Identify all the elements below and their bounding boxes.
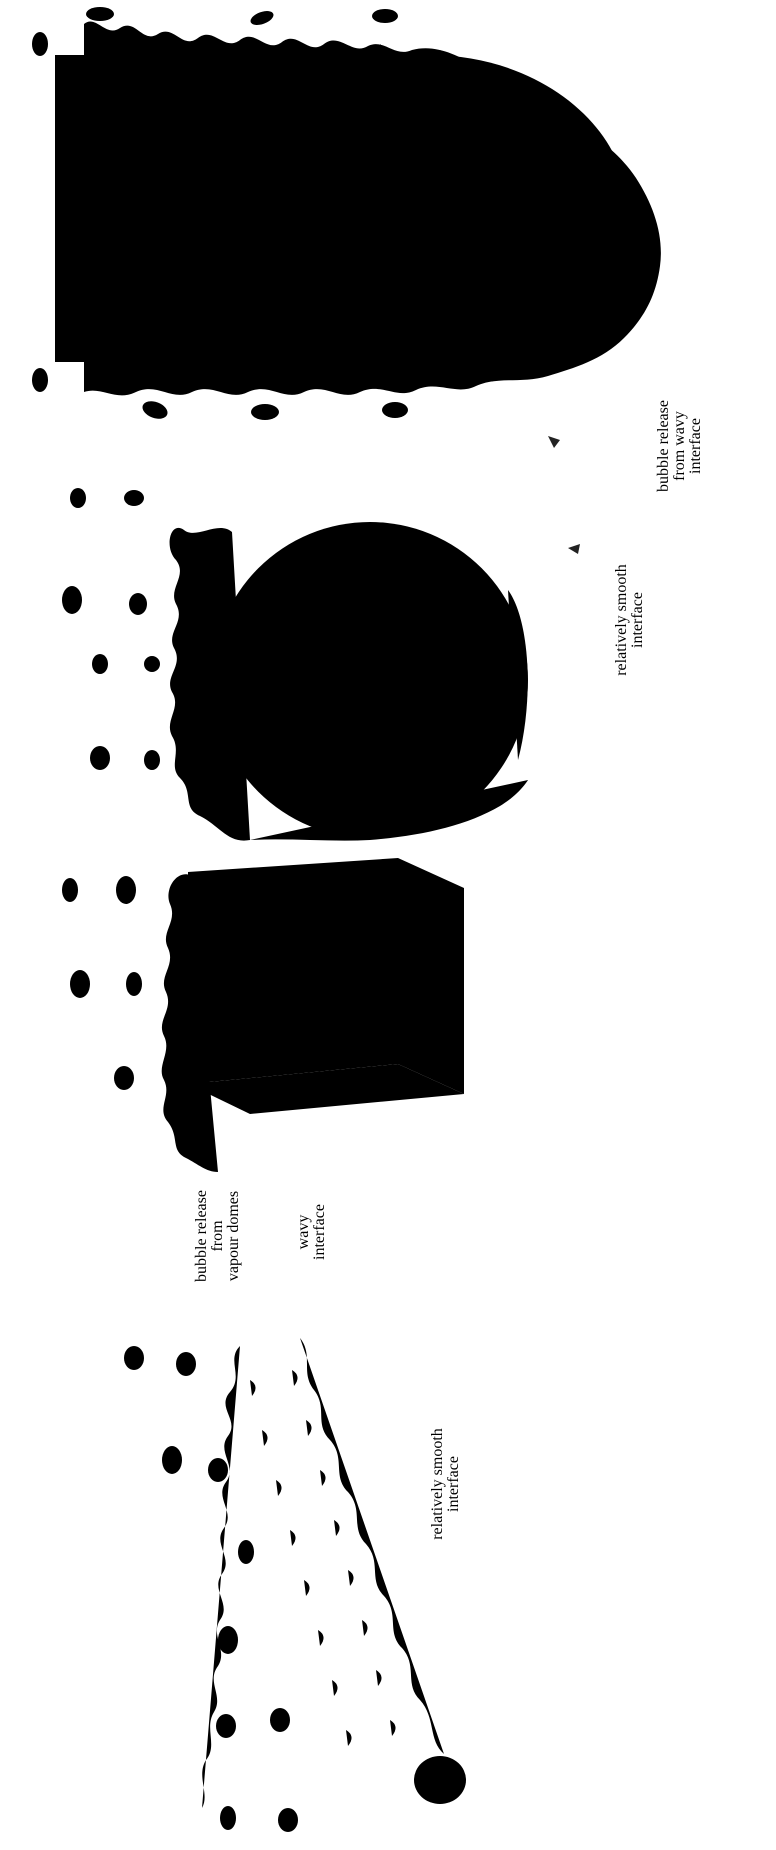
cylinder-end-inner	[420, 1762, 460, 1798]
label-bubble-release-wavy-interface: bubble release from wavy interface	[655, 400, 704, 492]
u-tube-heater	[32, 7, 661, 422]
label-wavy-interface: wavy interface	[295, 1204, 328, 1260]
block-side-face	[398, 858, 464, 1094]
cylinder-wall-a	[252, 1340, 420, 1770]
svg-text:interface: interface	[311, 1204, 328, 1260]
flat-block-heater	[62, 858, 464, 1172]
svg-text:from: from	[209, 1220, 226, 1252]
svg-text:interface: interface	[445, 1456, 462, 1512]
u-tube-wall-inner	[55, 82, 602, 335]
svg-text:from wavy: from wavy	[671, 411, 688, 481]
svg-text:relatively smooth: relatively smooth	[613, 564, 630, 676]
sphere-body	[212, 522, 528, 838]
svg-text:interface: interface	[629, 592, 646, 648]
cylinder-vapour-film	[202, 1346, 240, 1808]
cylinder-vapour-film-2	[300, 1338, 444, 1754]
label-relatively-smooth-interface-right: relatively smooth interface	[613, 564, 646, 676]
label-bubble-release-vapour-domes: bubble release from vapour domes	[193, 1190, 242, 1282]
svg-text:bubble release: bubble release	[655, 400, 672, 492]
horizontal-cylinder-heater	[124, 1328, 466, 1832]
svg-text:wavy: wavy	[295, 1215, 312, 1250]
sphere-heater	[62, 488, 528, 841]
svg-text:vapour domes: vapour domes	[225, 1191, 242, 1281]
svg-text:bubble release: bubble release	[193, 1190, 210, 1282]
cylinder-highlight	[272, 1334, 440, 1764]
label-relatively-smooth-interface-left: relatively smooth interface	[429, 1428, 462, 1540]
sphere-bubbles	[62, 488, 160, 770]
block-top-face	[188, 858, 398, 1084]
svg-text:interface: interface	[687, 418, 704, 474]
cylinder-bubbles	[124, 1346, 298, 1832]
svg-text:relatively smooth: relatively smooth	[429, 1428, 446, 1540]
